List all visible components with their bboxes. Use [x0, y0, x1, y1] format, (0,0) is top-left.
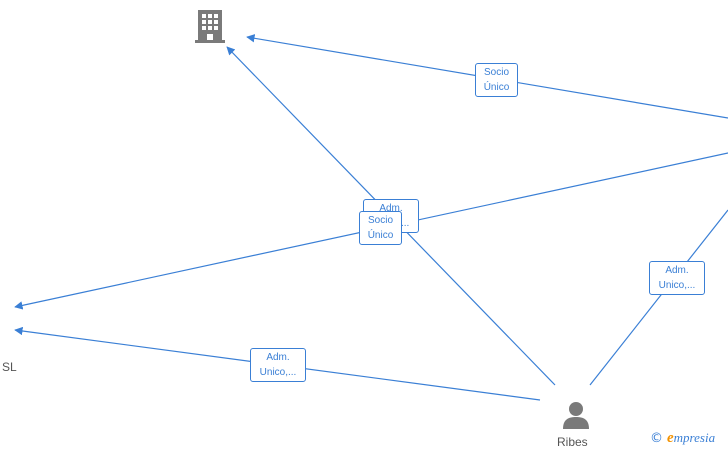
- empresia-watermark: © empresia: [650, 430, 715, 447]
- person-icon[interactable]: [561, 400, 591, 430]
- edge-label-line2: Unico,...: [658, 280, 696, 291]
- edge-label-line2: Unico,...: [259, 367, 297, 378]
- building-icon[interactable]: [194, 8, 226, 44]
- edge-label-line2: Único: [483, 82, 510, 93]
- edge-label-line1: Adm.: [266, 352, 290, 363]
- edge-label-line1: Socio: [367, 215, 393, 226]
- copyright-symbol: ©: [650, 431, 663, 446]
- edge-label-adm-bottom[interactable]: Adm. Unico,...: [250, 348, 306, 382]
- edge-label-socio-top[interactable]: Socio Único: [475, 63, 518, 97]
- edge-line-adm-right: [589, 209, 728, 386]
- edge-label-adm-right[interactable]: Adm. Unico,...: [649, 261, 705, 295]
- edge-label-socio-center[interactable]: Socio Único: [359, 211, 402, 245]
- brand-name: mpresia: [673, 430, 716, 445]
- edge-label-line2: Único: [367, 230, 394, 241]
- edge-label-line1: Adm.: [665, 265, 689, 276]
- edge-label-line1: Adm.: [379, 203, 403, 214]
- company-label-left[interactable]: SL: [2, 360, 17, 374]
- person-label[interactable]: Ribes: [557, 435, 588, 449]
- edge-label-line1: Socio: [483, 67, 509, 78]
- brand-e: e: [667, 430, 674, 446]
